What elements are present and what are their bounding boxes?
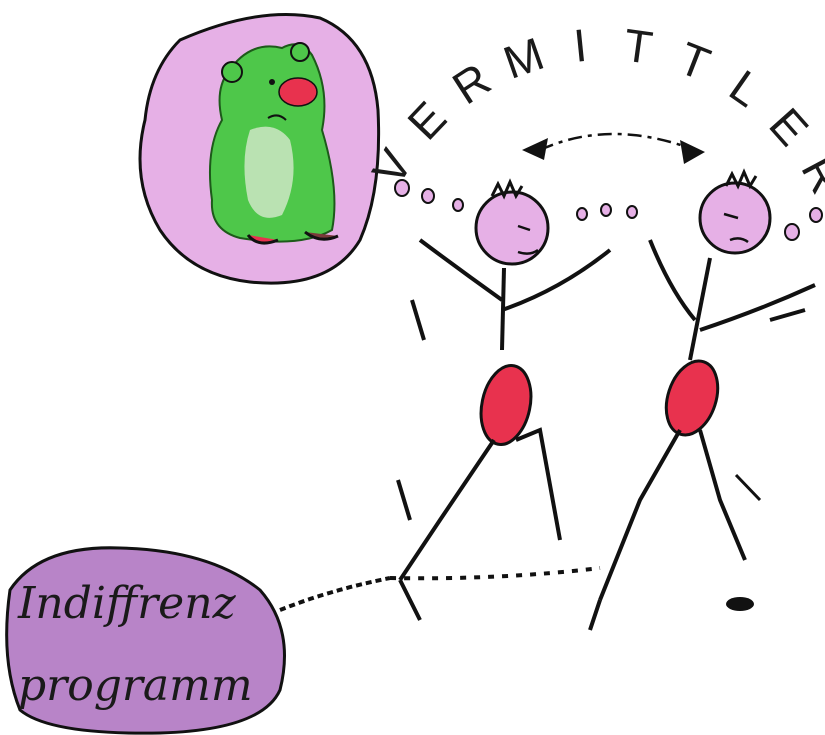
title-letter: E bbox=[759, 98, 818, 155]
stick-figure-right bbox=[590, 172, 815, 630]
title-letter: R bbox=[443, 53, 499, 115]
monster-drawing bbox=[210, 43, 338, 243]
title-letter: M bbox=[497, 27, 550, 89]
title-letter: T bbox=[672, 32, 717, 91]
title-letter: R bbox=[791, 148, 825, 202]
double-arrow bbox=[522, 134, 705, 164]
blob-line1: Indiffrenz bbox=[17, 578, 237, 629]
title-letter: L bbox=[720, 60, 771, 117]
title-letter: I bbox=[571, 19, 589, 72]
chain-link bbox=[280, 568, 600, 610]
stick-figure-left bbox=[398, 182, 610, 620]
title-letter: E bbox=[397, 91, 456, 149]
title-letter: T bbox=[621, 19, 656, 74]
blob-line2: programm bbox=[18, 660, 253, 711]
indifference-blob: Indiffrenz programm bbox=[7, 548, 285, 733]
